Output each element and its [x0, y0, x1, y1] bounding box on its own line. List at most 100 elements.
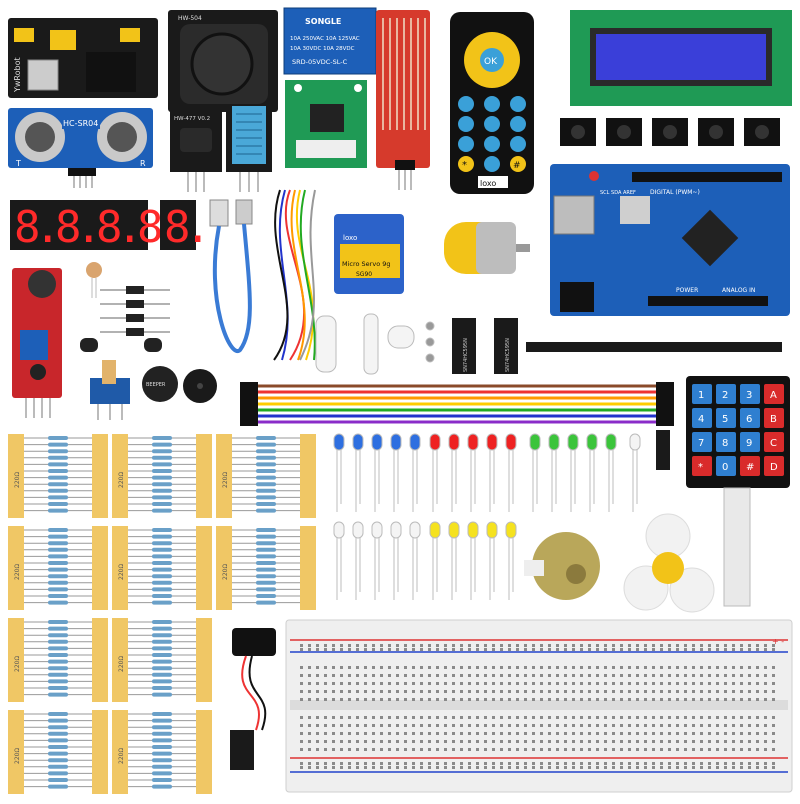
led [333, 521, 345, 539]
led [605, 433, 617, 451]
keypad-key [740, 384, 760, 404]
buzzer-passive [183, 369, 217, 403]
resistor-value-label: 220Ω [118, 656, 125, 672]
led [467, 521, 479, 539]
resistor-pack: 220Ω [8, 526, 108, 610]
keypad-key-label: 8 [722, 438, 728, 449]
led [486, 521, 498, 539]
usb-cable [209, 199, 253, 354]
dht11-sensor [226, 106, 272, 192]
keypad-key-label: 4 [698, 414, 704, 425]
resistor-pack: 220Ω [8, 618, 108, 702]
relay-rating-2: 10A 30VDC 10A 28VDC [290, 46, 355, 52]
keypad-key [692, 456, 712, 476]
keypad-key [716, 384, 736, 404]
led [505, 433, 517, 451]
relay-rating-1: 10A 250VAC 10A 125VAC [290, 36, 360, 42]
resistor-value-label: 220Ω [14, 564, 21, 580]
power-module-label: YwRobot [13, 57, 22, 93]
keypad-key [692, 432, 712, 452]
ultrasonic-t-label: T [15, 159, 21, 168]
relay-brand-label: SONGLE [305, 17, 341, 26]
seven-seg-4-digits: 8.8.8.8. [14, 202, 178, 253]
ir-remote-control: OK * # loxo [450, 12, 534, 194]
resistor-pack: 220Ω [8, 434, 108, 518]
jumper-wires-bundle [273, 189, 326, 361]
resistor-value-label: 220Ω [118, 564, 125, 580]
resistor-pack: 220Ω [112, 710, 212, 794]
buzzer-active: BEEPER [142, 366, 178, 402]
resistor-pack: 220Ω [112, 526, 212, 610]
buzzer-label: BEEPER [146, 382, 166, 388]
remote-ok-label: OK [484, 57, 498, 67]
dc-motor [444, 222, 530, 274]
keypad-key-label: C [770, 438, 777, 449]
battery-clip [230, 628, 276, 770]
breadboard: + - [285, 619, 793, 793]
joystick-label: HW-504 [178, 15, 202, 22]
micro-servo: loxo Micro Servo 9g SG90 [334, 214, 404, 294]
resistor-pack: 220Ω [8, 710, 108, 794]
remote-star-label: * [462, 160, 467, 171]
led [448, 521, 460, 539]
keypad-key-label: # [746, 462, 754, 473]
keypad-key-label: 5 [722, 414, 728, 425]
keypad-key [692, 408, 712, 428]
seven-seg-1-digit: 8. [164, 202, 205, 253]
led [629, 433, 641, 451]
keypad-key [764, 384, 784, 404]
relay-module: SONGLE 10A 250VAC 10A 125VAC 10A 30VDC 1… [283, 7, 377, 75]
keypad-key-label: 1 [698, 390, 704, 401]
shift-register-ics: SN74HC595N SN74HC595N [452, 318, 518, 374]
resistor-pack: 220Ω [216, 526, 316, 610]
keypad-key-label: 0 [722, 462, 728, 473]
keypad-key-label: * [698, 462, 703, 473]
ir-receiver-label: HW-477 V0.2 [174, 116, 210, 122]
resistor-value-label: 220Ω [118, 472, 125, 488]
led [333, 433, 345, 451]
seven-segment-1-digit: 8. [160, 200, 211, 253]
led [409, 433, 421, 451]
resistor-value-label: 220Ω [222, 564, 229, 580]
led [352, 521, 364, 539]
led [429, 433, 441, 451]
led [486, 433, 498, 451]
keypad-key-label: 3 [746, 390, 752, 401]
stepper-driver-board [285, 80, 367, 168]
servo-sub-label: SG90 [356, 271, 372, 278]
keypad-key [740, 432, 760, 452]
keypad-key-label: 6 [746, 414, 752, 425]
breadboard-rail-marks: + - [772, 637, 784, 646]
resistor-value-label: 220Ω [118, 748, 125, 764]
remote-brand-label: loxo [480, 179, 496, 188]
water-level-sensor [376, 10, 430, 190]
keypad-key [716, 408, 736, 428]
keypad-key [764, 456, 784, 476]
led [448, 433, 460, 451]
keypad-key [764, 432, 784, 452]
ir-receiver-module: HW-477 V0.2 [170, 110, 222, 192]
sound-sensor-module [12, 268, 62, 418]
servo-model-label: Micro Servo 9g [342, 260, 391, 268]
keypad-key [740, 408, 760, 428]
potentiometer [90, 360, 130, 420]
keypad-key-label: 9 [746, 438, 752, 449]
led [505, 521, 517, 539]
arduino-digital-label: DIGITAL (PWM~) [650, 189, 700, 196]
servo-horns [315, 313, 435, 375]
led [409, 521, 421, 539]
resistor-value-label: 220Ω [14, 472, 21, 488]
ultrasonic-sensor: HC-SR04 T R [8, 108, 153, 188]
led [390, 521, 402, 539]
push-buttons [560, 118, 780, 146]
power-supply-module: YwRobot [8, 18, 158, 98]
joystick-module: HW-504 [168, 10, 278, 112]
breadboard-holes [300, 644, 775, 769]
keypad-key [740, 456, 760, 476]
resistor-pack: 220Ω [112, 434, 212, 518]
